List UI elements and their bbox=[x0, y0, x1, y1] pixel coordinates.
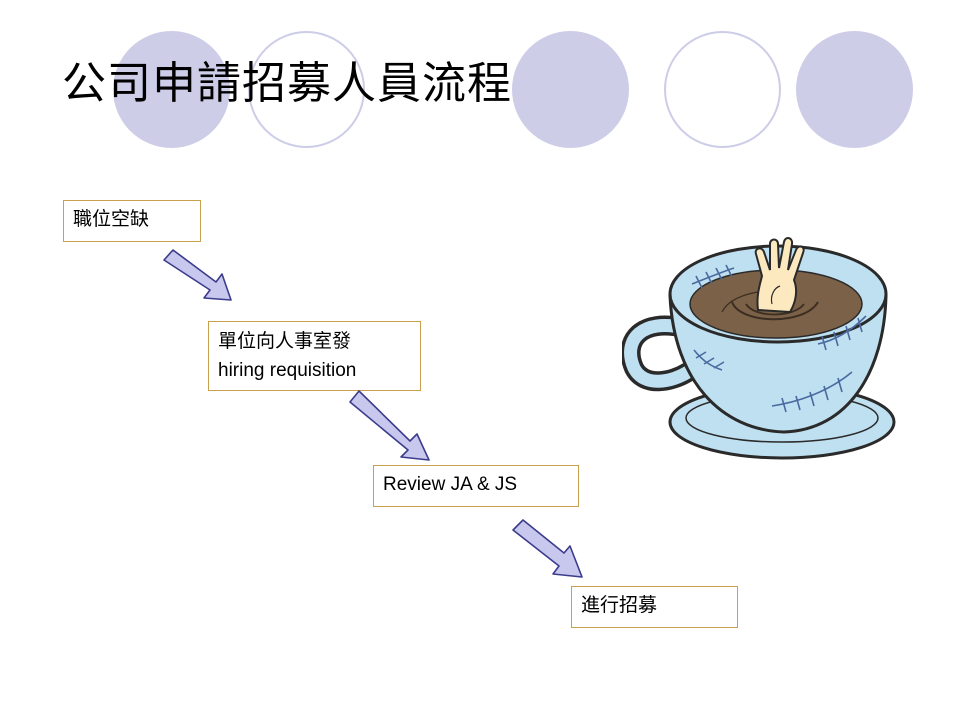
flow-step-requisition: 單位向人事室發 hiring requisition bbox=[208, 321, 421, 391]
flow-step-requisition-label-line2: hiring requisition bbox=[218, 360, 357, 381]
header-circle-3 bbox=[512, 31, 629, 148]
drowning-hand-in-coffee-cup-icon bbox=[622, 237, 896, 460]
slide-title: 公司申請招募人員流程 bbox=[62, 58, 512, 109]
header-circle-2 bbox=[248, 31, 365, 148]
flow-step-recruit: 進行招募 bbox=[571, 586, 738, 628]
arrow-step2-to-step3 bbox=[349, 390, 430, 461]
flow-step-review: Review JA & JS bbox=[373, 465, 579, 507]
flow-step-requisition-label-line1: 單位向人事室發 bbox=[218, 331, 352, 352]
header-circle-5 bbox=[796, 31, 913, 148]
header-circle-1 bbox=[113, 31, 230, 148]
flow-step-vacancy-label: 職位空缺 bbox=[73, 209, 150, 230]
flow-step-review-label: Review JA & JS bbox=[383, 474, 518, 495]
header-circle-4 bbox=[664, 31, 781, 148]
arrow-step1-to-step2 bbox=[163, 249, 232, 301]
flow-step-recruit-label: 進行招募 bbox=[581, 595, 658, 616]
arrow-step3-to-step4 bbox=[512, 519, 583, 578]
flow-step-vacancy: 職位空缺 bbox=[63, 200, 201, 242]
